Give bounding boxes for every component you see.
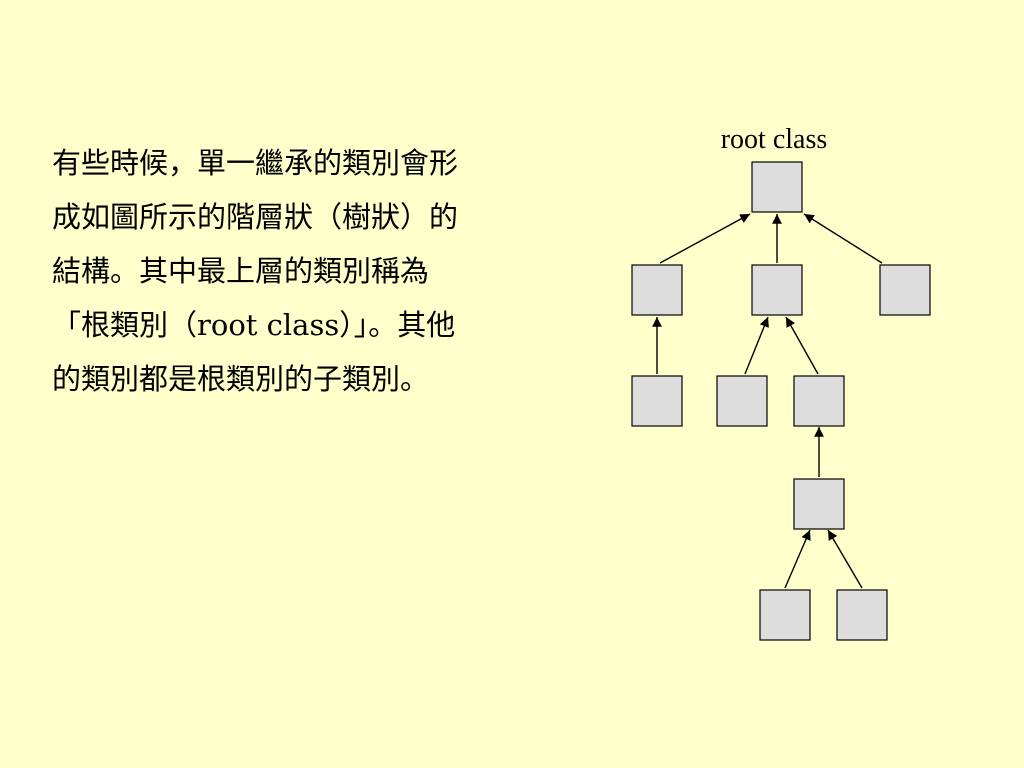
description-text: 有些時候，單一繼承的類別會形 成如圖所示的階層狀（樹狀）的 結構。其中最上層的類…: [52, 136, 552, 406]
node-level4-left: [759, 589, 811, 641]
node-level1-middle: [751, 264, 803, 316]
description-line-1: 有些時候，單一繼承的類別會形: [52, 146, 459, 180]
node-level3: [793, 478, 845, 530]
description-line-5: 的類別都是根類別的子類別。: [52, 362, 430, 396]
edge-right-to-root: [803, 213, 883, 264]
node-level2-midleft: [716, 375, 768, 427]
edge-bottomleft-to-lower: [784, 529, 811, 589]
node-root: [751, 161, 803, 213]
description-line-3: 結構。其中最上層的類別稱為: [52, 254, 430, 288]
edge-left-to-root: [659, 213, 751, 264]
node-level4-right: [836, 589, 888, 641]
node-level2-midright: [793, 375, 845, 427]
node-level1-right: [879, 264, 931, 316]
node-level1-left: [631, 264, 683, 316]
description-line-2: 成如圖所示的階層狀（樹狀）的: [52, 200, 459, 234]
root-class-label: root class: [721, 124, 828, 155]
edge-midright-to-middle: [785, 316, 819, 375]
edge-midleft-to-middle: [744, 316, 769, 375]
description-line-4: 「根類別（root class）」。其他: [52, 308, 456, 342]
node-level2-left: [631, 375, 683, 427]
edge-bottomright-to-lower: [827, 529, 863, 589]
